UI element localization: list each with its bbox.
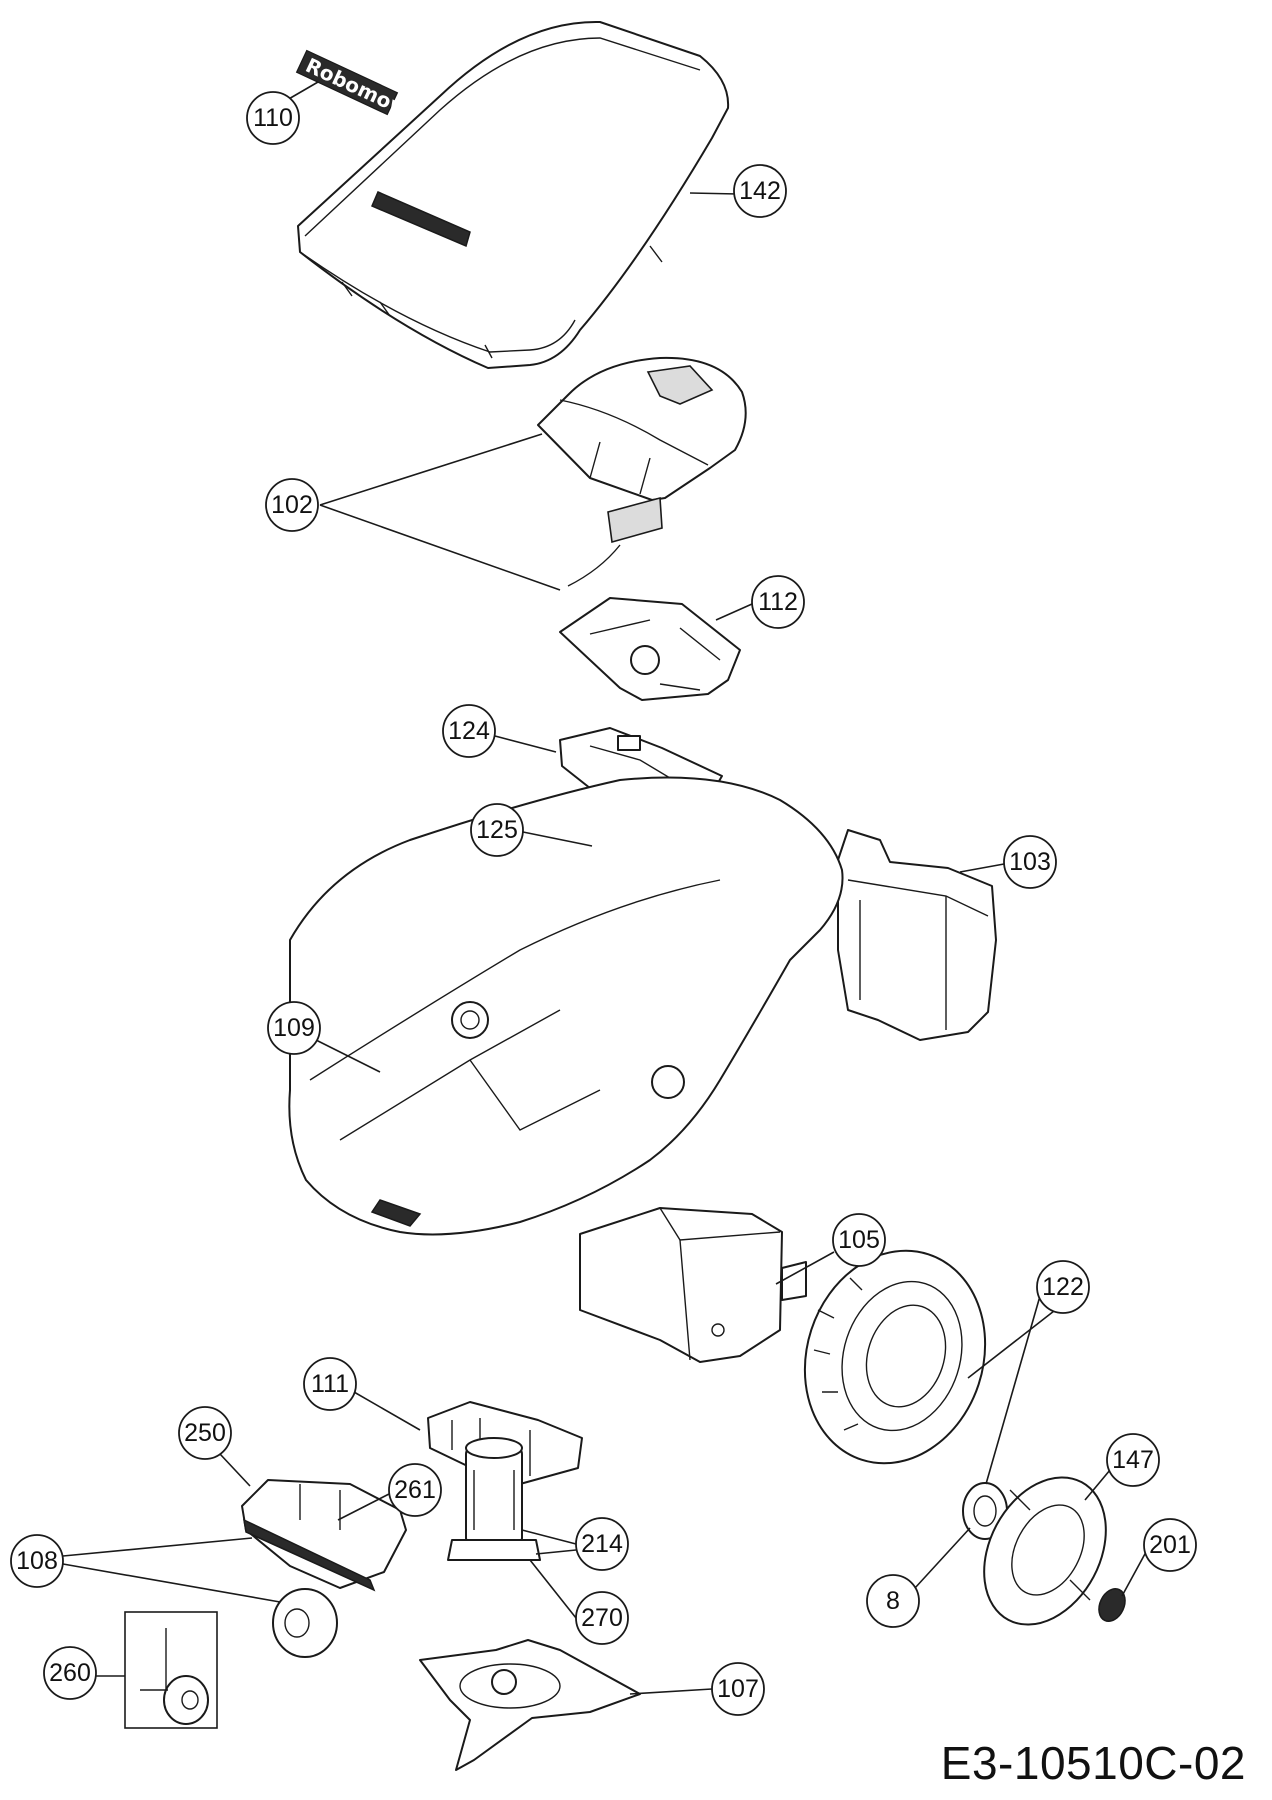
callout-108: 108 xyxy=(10,1534,64,1588)
callout-circle xyxy=(43,1646,97,1700)
part-robomow-decal: Robomow xyxy=(295,49,412,121)
callout-circle xyxy=(1036,1260,1090,1314)
part-blade-motor xyxy=(447,1437,541,1561)
callout-number: 260 xyxy=(49,1659,91,1687)
callout-number: 147 xyxy=(1112,1446,1154,1474)
callout-110: 110 xyxy=(246,91,300,145)
callout-circle xyxy=(178,1406,232,1460)
part-drive-motor xyxy=(579,1207,807,1363)
callout-201: 201 xyxy=(1143,1518,1197,1572)
callout-circle xyxy=(10,1534,64,1588)
part-caster-detail xyxy=(124,1611,218,1729)
callout-105: 105 xyxy=(832,1213,886,1267)
callout-number: 102 xyxy=(271,491,313,519)
callout-111: 111 xyxy=(303,1357,357,1411)
callout-number: 201 xyxy=(1149,1531,1191,1559)
callout-124: 124 xyxy=(442,704,496,758)
leader-lines xyxy=(62,81,1147,1695)
callout-circle xyxy=(442,704,496,758)
callout-102: 102 xyxy=(265,478,319,532)
callout-number: 142 xyxy=(739,177,781,205)
diagram-code: E3-10510C-02 xyxy=(940,1737,1246,1789)
callout-number: 270 xyxy=(581,1604,623,1632)
callout-circle xyxy=(575,1591,629,1645)
callout-number: 122 xyxy=(1042,1273,1084,1301)
callout-circle xyxy=(711,1662,765,1716)
part-wheel-cover xyxy=(983,1476,1107,1626)
callout-125: 125 xyxy=(470,803,524,857)
callout-number: 124 xyxy=(448,717,490,745)
part-circuit-board xyxy=(559,597,741,701)
callout-103: 103 xyxy=(1003,835,1057,889)
callout-circle xyxy=(265,478,319,532)
callout-147: 147 xyxy=(1106,1433,1160,1487)
callout-number: 103 xyxy=(1009,848,1051,876)
callout-circle xyxy=(733,164,787,218)
callout-8: 8 xyxy=(866,1574,920,1628)
callout-circle xyxy=(866,1574,920,1628)
callout-109: 109 xyxy=(267,1001,321,1055)
callout-number: 261 xyxy=(394,1476,436,1504)
callout-number: 214 xyxy=(581,1530,623,1558)
callout-214: 214 xyxy=(575,1517,629,1571)
callout-107: 107 xyxy=(711,1662,765,1716)
part-chassis xyxy=(288,776,844,1236)
part-battery-box xyxy=(837,829,997,1041)
callout-circle xyxy=(1143,1518,1197,1572)
callout-number: 125 xyxy=(476,816,518,844)
callout-circle xyxy=(388,1463,442,1517)
part-front-caster-assembly xyxy=(241,1479,407,1658)
callout-number: 108 xyxy=(16,1547,58,1575)
part-drive-wheel xyxy=(803,1249,987,1465)
callout-circle xyxy=(470,803,524,857)
callout-142: 142 xyxy=(733,164,787,218)
callout-number: 112 xyxy=(758,588,798,616)
callout-112: 112 xyxy=(751,575,805,629)
callout-number: 105 xyxy=(838,1226,880,1254)
part-wheel-cap xyxy=(1098,1588,1126,1622)
callout-number: 109 xyxy=(273,1014,315,1042)
part-blade xyxy=(419,1639,641,1771)
callout-labels: 110 142 102 112 124 125 103 109 105 122 111 250 261 1… xyxy=(10,91,1197,1716)
callout-number: 110 xyxy=(253,104,293,132)
callout-circle xyxy=(246,91,300,145)
callout-circle xyxy=(267,1001,321,1055)
part-control-panel xyxy=(537,356,747,587)
callout-circle xyxy=(575,1517,629,1571)
callout-number: 250 xyxy=(184,1419,226,1447)
callout-circle xyxy=(1003,835,1057,889)
callout-270: 270 xyxy=(575,1591,629,1645)
callout-122: 122 xyxy=(1036,1260,1090,1314)
callout-number: 107 xyxy=(717,1675,759,1703)
callout-261: 261 xyxy=(388,1463,442,1517)
part-top-cover xyxy=(297,20,730,369)
callout-250: 250 xyxy=(178,1406,232,1460)
callout-circle xyxy=(1106,1433,1160,1487)
callout-circle xyxy=(832,1213,886,1267)
callout-circle xyxy=(303,1357,357,1411)
callout-260: 260 xyxy=(43,1646,97,1700)
callout-number: 8 xyxy=(886,1587,900,1615)
callout-number: 111 xyxy=(311,1370,349,1398)
callout-circle xyxy=(751,575,805,629)
decal-label: Robomow xyxy=(302,53,412,121)
